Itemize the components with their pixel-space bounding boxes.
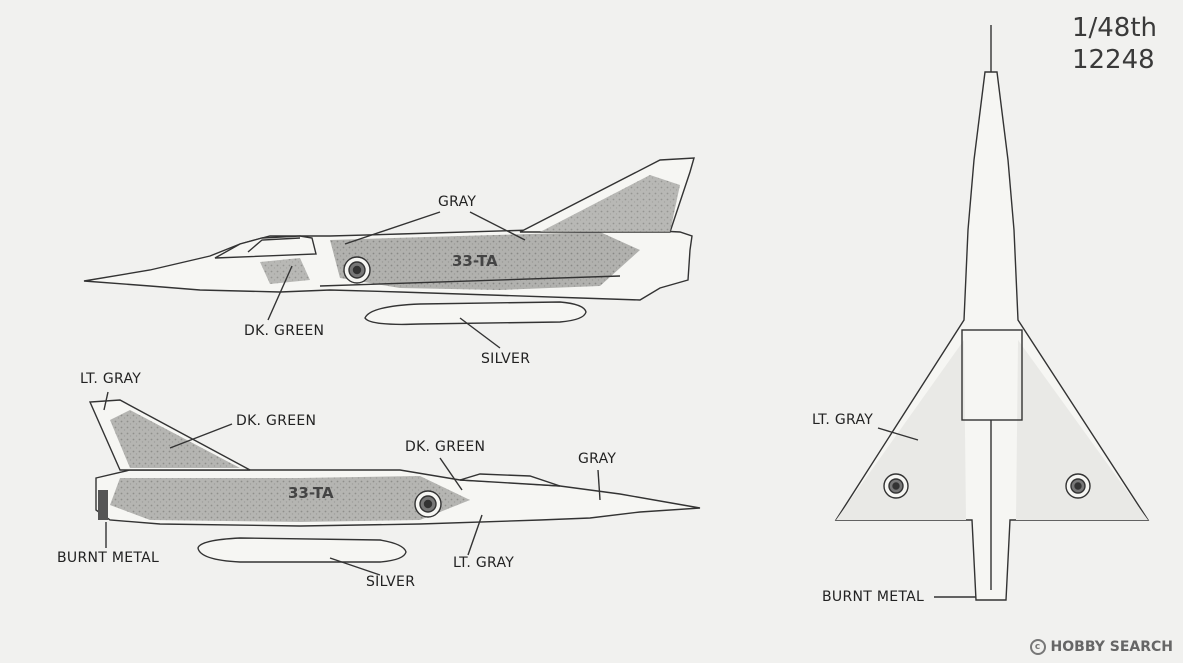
tail-code-lower: 33-TA xyxy=(288,484,334,502)
label-burnt-metal-side: BURNT METAL xyxy=(57,550,160,566)
label-dk-green-body: DK. GREEN xyxy=(405,439,486,455)
label-silver-lower: SILVER xyxy=(366,574,416,590)
label-gray-upper: GRAY xyxy=(438,194,477,210)
label-lt-gray-belly: LT. GRAY xyxy=(453,555,515,571)
tail-code-upper: 33-TA xyxy=(452,252,498,270)
kit-number: 12248 xyxy=(1071,45,1155,75)
side-view-upper: 33-TA xyxy=(83,157,695,349)
label-dk-green-tail: DK. GREEN xyxy=(236,413,317,429)
top-view xyxy=(834,25,1150,601)
scale-info: 1/48th 12248 xyxy=(1072,12,1157,76)
watermark-text: HOBBY SEARCH xyxy=(1050,639,1173,655)
label-burnt-metal-top: BURNT METAL xyxy=(822,589,925,605)
label-dk-green-upper: DK. GREEN xyxy=(244,323,325,339)
label-lt-gray-tail: LT. GRAY xyxy=(80,371,142,387)
copyright-icon: c xyxy=(1029,639,1046,655)
scale-ratio: 1/48th xyxy=(1071,13,1157,43)
side-view-lower: 33-TA xyxy=(88,391,701,576)
label-silver-upper: SILVER xyxy=(481,351,531,367)
label-lt-gray-top: LT. GRAY xyxy=(812,412,874,428)
label-gray-nose: GRAY xyxy=(578,451,617,467)
watermark: c HOBBY SEARCH xyxy=(1029,639,1173,655)
